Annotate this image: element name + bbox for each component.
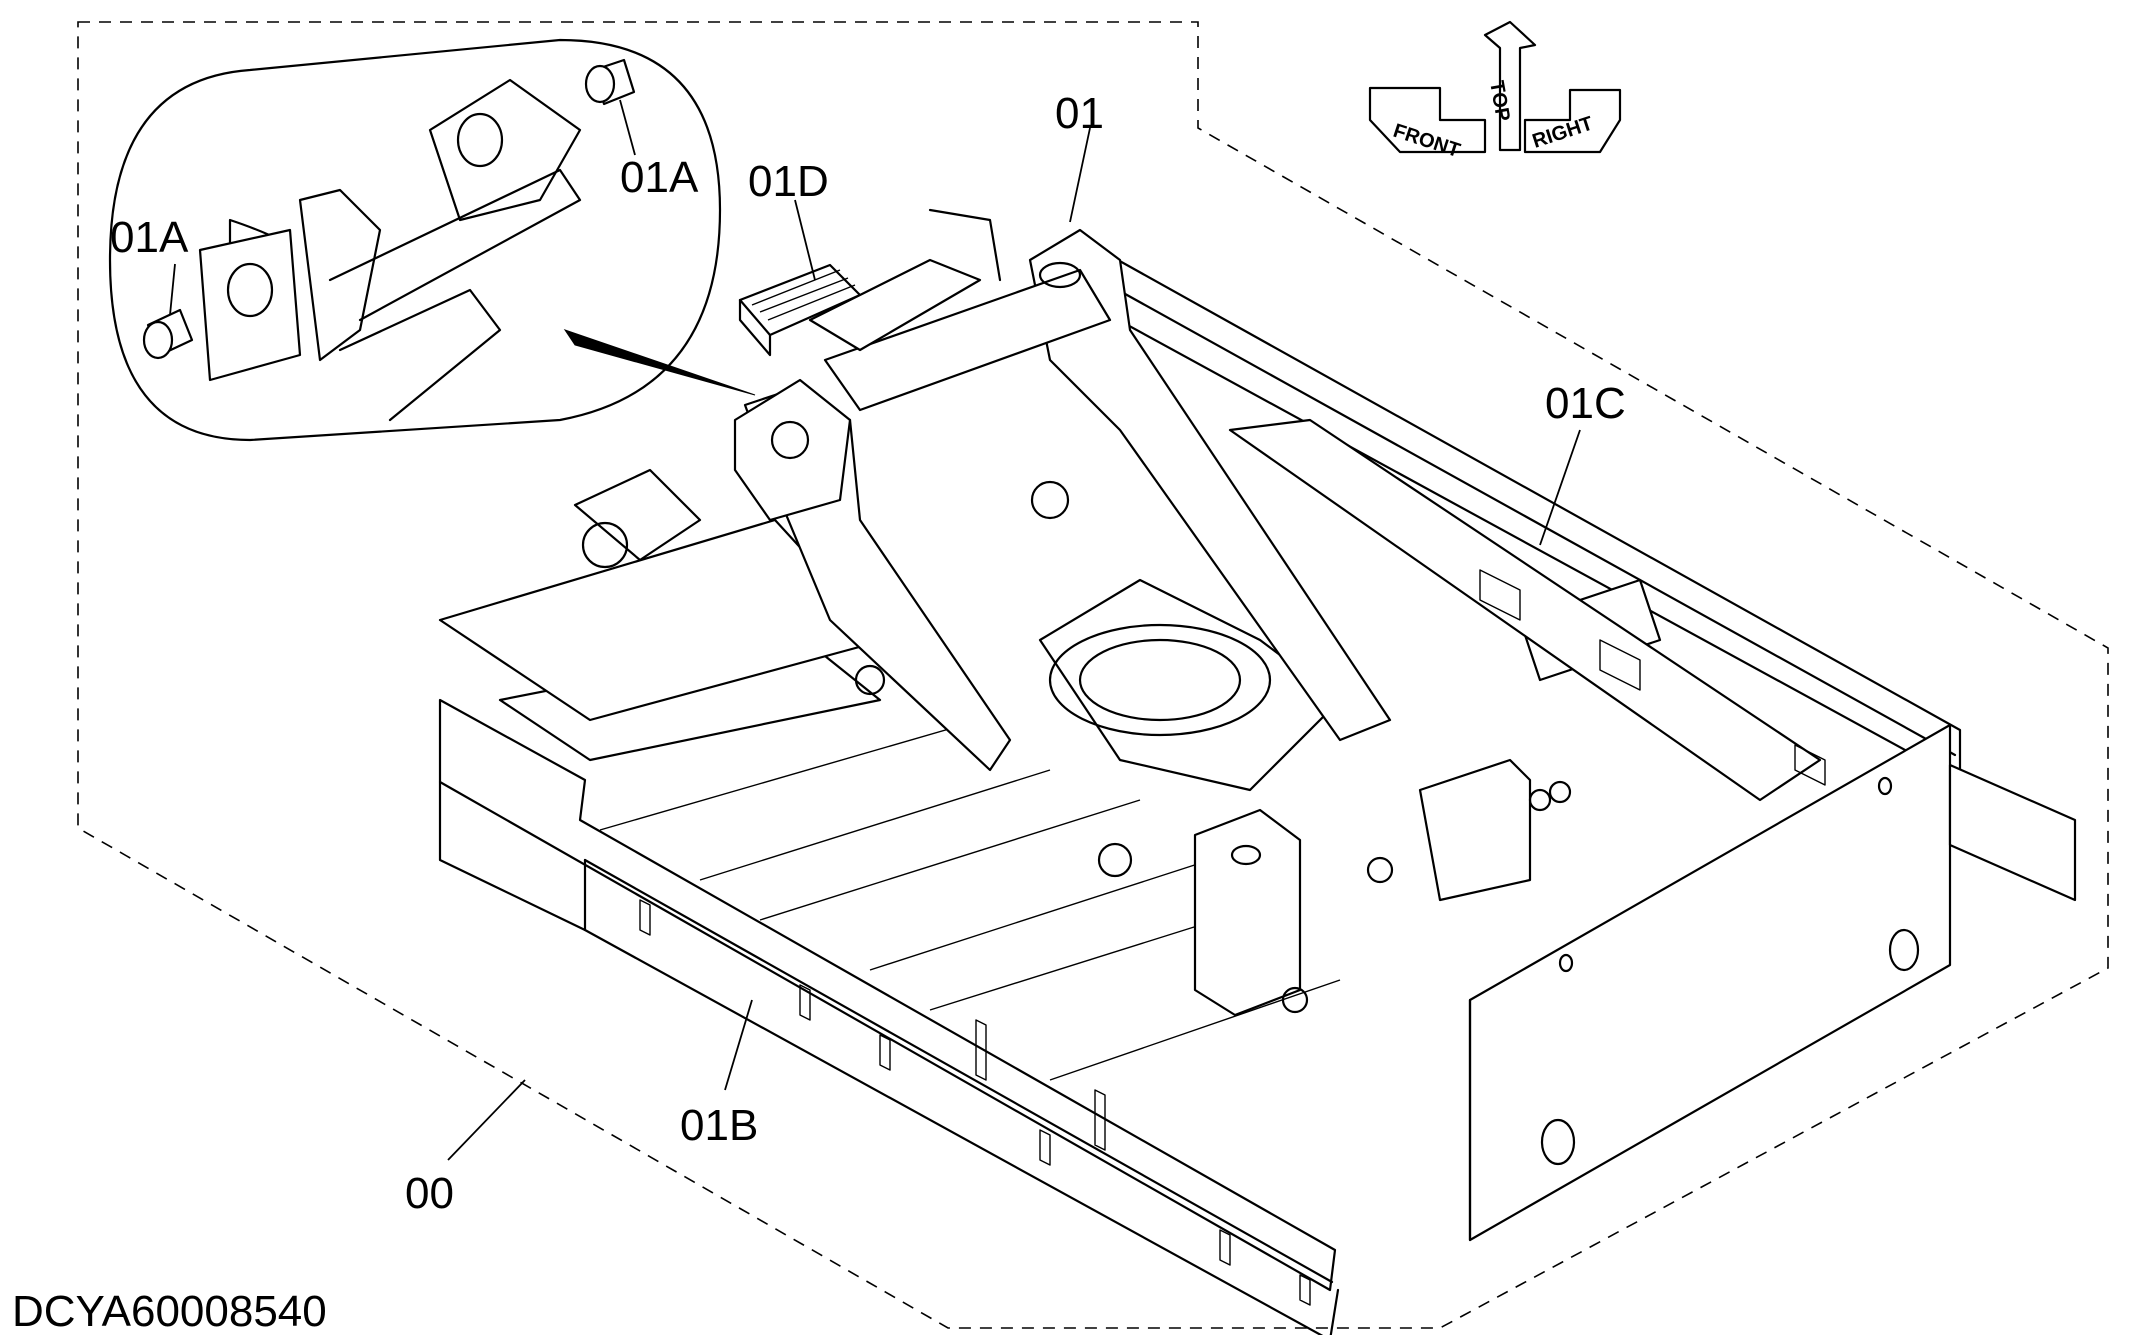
callout-01a-left: 01A <box>110 213 189 262</box>
orientation-indicator: TOP FRONT RIGHT <box>1368 20 1622 162</box>
callout-01b: 01B <box>680 1101 758 1150</box>
callout-01c: 01C <box>1545 379 1626 428</box>
detail-inset <box>108 38 756 442</box>
callout-01d: 01D <box>748 157 829 206</box>
callout-00: 00 <box>405 1169 454 1218</box>
leader-lines <box>169 99 1581 1161</box>
callout-01: 01 <box>1055 89 1104 138</box>
upper-frame-drawing <box>438 208 2077 1335</box>
drawing-code: DCYA60008540 <box>12 1287 327 1335</box>
assembly-boundary <box>77 21 2109 1329</box>
callout-01a-right: 01A <box>620 153 699 202</box>
